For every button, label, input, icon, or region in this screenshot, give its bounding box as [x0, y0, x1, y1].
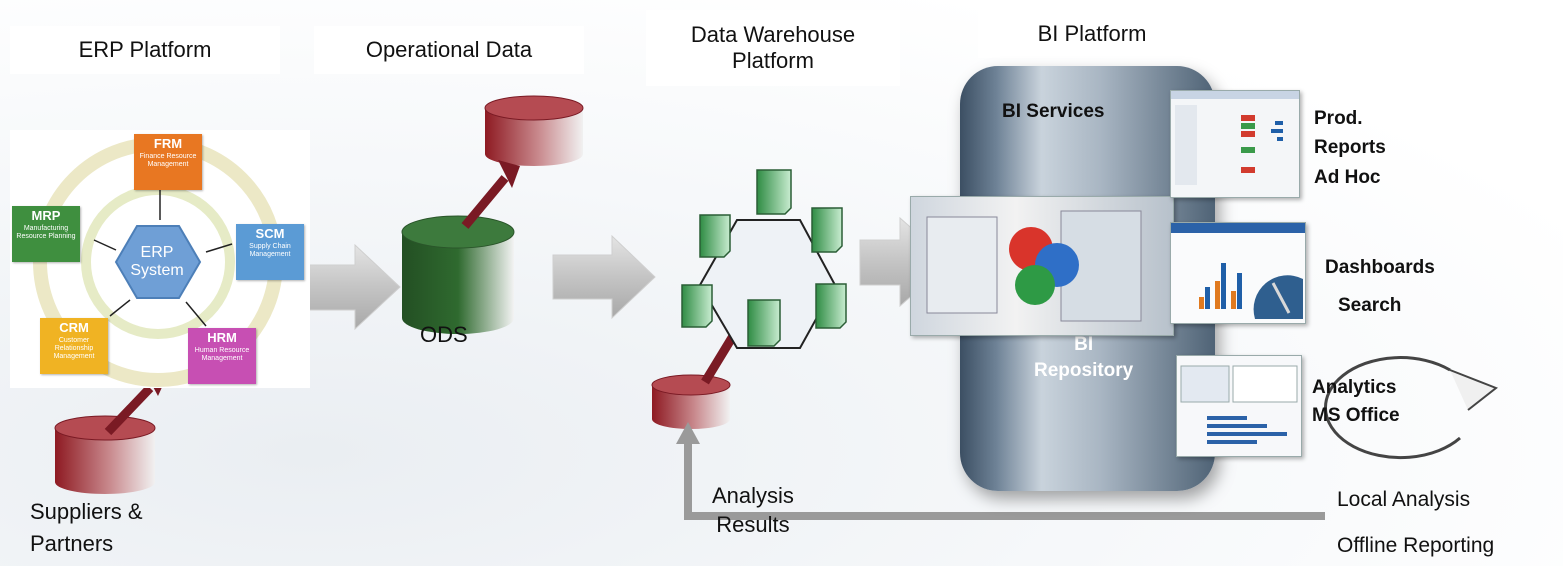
bi-repository-line2: Repository	[1034, 359, 1134, 381]
bi-output-dashboards: Dashboards	[1325, 257, 1435, 278]
refresh-cycle-icon	[1324, 356, 1498, 460]
header-operational-data: Operational Data	[314, 26, 584, 74]
ods-database-icon	[401, 215, 515, 334]
frm-desc: Finance Resource Management	[139, 152, 197, 168]
bi-portal-montage	[910, 196, 1174, 336]
analysis-return-arrow	[676, 422, 1325, 520]
output-adhoc: Ad Hoc	[1314, 166, 1381, 188]
erp-module-frm: FRM Finance Resource Management	[134, 134, 202, 190]
analysis-line1: Analysis	[712, 483, 794, 508]
bi-repository-line1: BI	[1074, 334, 1094, 355]
output-prod: Prod.	[1314, 108, 1363, 129]
scm-desc: Supply Chain Management	[249, 242, 291, 258]
header-erp-platform: ERP Platform	[10, 26, 280, 74]
analytics-screenshot	[1176, 355, 1302, 457]
suppliers-database-icon	[54, 415, 156, 494]
erp-module-hrm: HRM Human Resource Management	[188, 328, 256, 384]
analysis-line2: Results	[716, 511, 790, 537]
flow-arrow-ods-to-dw	[552, 234, 656, 320]
data-warehouse-network-icon	[681, 169, 847, 349]
ods-label: ODS	[420, 322, 468, 347]
hrm-desc: Human Resource Management	[194, 346, 250, 362]
local-analysis-label: Local Analysis	[1337, 488, 1471, 511]
bi-output-analytics-msoffice: Analytics MS Office	[1312, 374, 1400, 429]
output-analytics: Analytics	[1312, 377, 1397, 398]
dashboard-chart-icon	[1171, 223, 1305, 319]
suppliers-line1: Suppliers &	[30, 499, 143, 524]
crm-abbr: CRM	[59, 320, 89, 335]
hrm-abbr: HRM	[207, 330, 237, 345]
erp-center-label: ERP System	[130, 244, 184, 279]
analytics-grid-icon	[1180, 365, 1298, 444]
erp-module-crm: CRM Customer Relationship Management	[40, 318, 108, 374]
bi-services-label: BI Services	[1002, 101, 1105, 122]
crm-desc: Customer Relationship Management	[53, 336, 95, 361]
analysis-results-database-icon	[651, 374, 731, 429]
erp-system-diagram: ERP System FRM Finance Resource Manageme…	[10, 130, 310, 388]
bi-output-prod-reports-adhoc: Prod. Reports Ad Hoc	[1314, 104, 1386, 192]
mrp-desc: Manufacturing Resource Planning	[16, 224, 76, 240]
report-table-icon	[1171, 91, 1299, 185]
analysis-results-label: Analysis Results	[712, 482, 794, 539]
dashboard-screenshot	[1170, 222, 1306, 324]
portal-spheres-icon	[926, 210, 1142, 322]
bi-repository-label: BI Repository	[1034, 332, 1133, 383]
frm-abbr: FRM	[153, 136, 183, 151]
ods-source-database-icon	[484, 95, 584, 166]
suppliers-line2: Partners	[30, 530, 114, 556]
header-bi-platform: BI Platform	[978, 10, 1206, 58]
erp-module-mrp: MRP Manufacturing Resource Planning	[12, 206, 80, 262]
suppliers-label: Suppliers & Partners	[30, 496, 143, 560]
offline-reporting-label: Offline Reporting	[1337, 534, 1495, 557]
mrp-abbr: MRP	[31, 208, 61, 223]
output-msoffice: MS Office	[1312, 404, 1400, 426]
header-data-warehouse: Data Warehouse Platform	[646, 10, 900, 86]
output-reports: Reports	[1314, 137, 1386, 159]
bi-output-search: Search	[1338, 295, 1402, 316]
erp-module-scm: SCM Supply Chain Management	[236, 224, 304, 280]
scm-abbr: SCM	[255, 226, 285, 241]
prod-reports-screenshot	[1170, 90, 1300, 198]
